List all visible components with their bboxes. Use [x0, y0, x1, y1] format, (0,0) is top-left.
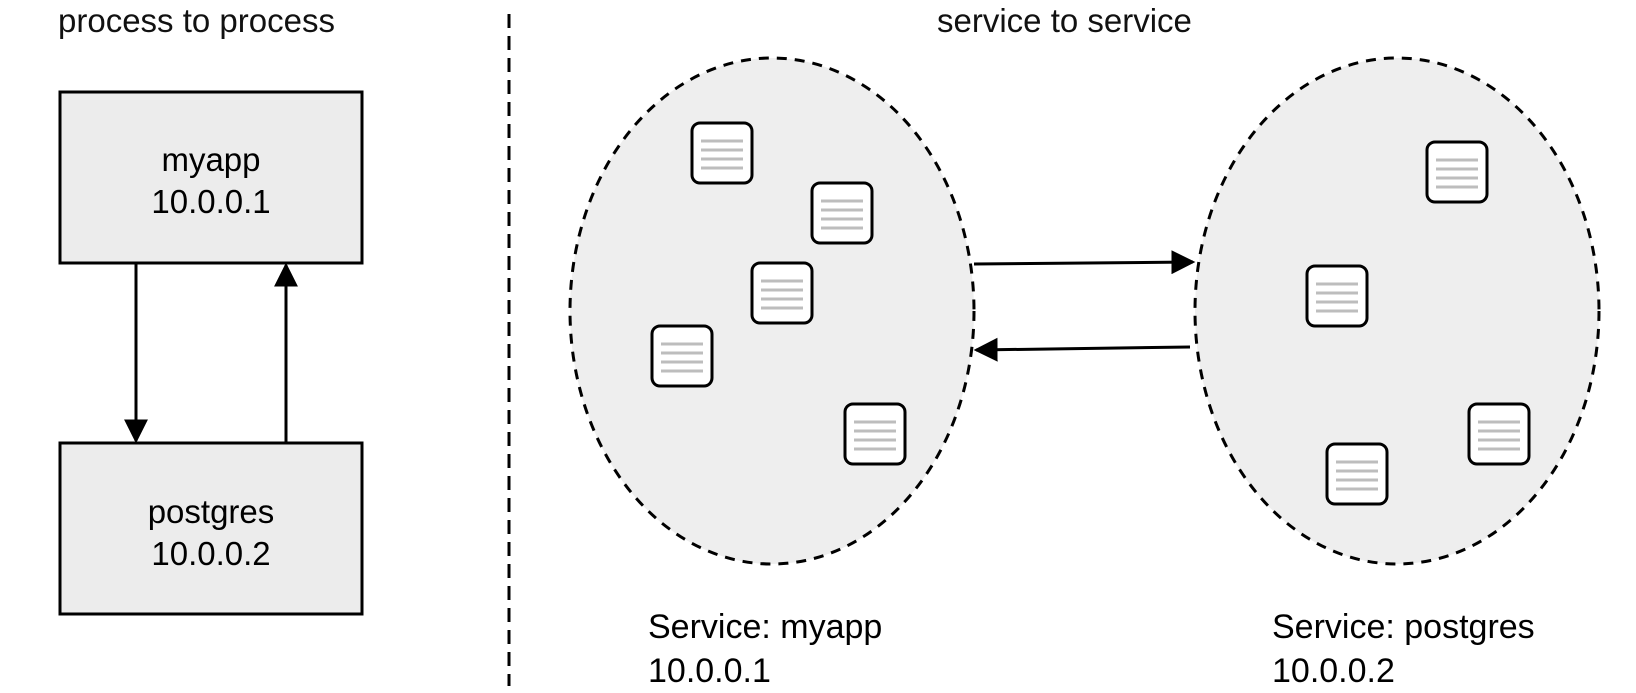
service-label-postgres: Service: postgres 10.0.0.2: [1272, 605, 1535, 693]
service-ip: 10.0.0.1: [648, 652, 771, 690]
service-label-myapp: Service: myapp 10.0.0.1: [648, 605, 882, 693]
process-ip: 10.0.0.2: [151, 535, 271, 572]
instance-document-icon: [1305, 264, 1369, 328]
instance-document-icon: [1325, 442, 1389, 506]
heading-process-to-process: process to process: [58, 2, 335, 39]
process-box-postgres: [58, 441, 364, 616]
service-name: Service: postgres: [1272, 608, 1535, 646]
instance-document-icon: [650, 324, 714, 388]
process-name: myapp: [161, 141, 261, 178]
arrow-service-myapp-to-postgres: [973, 250, 1196, 275]
service-name: Service: myapp: [648, 608, 883, 646]
instance-document-icon: [843, 402, 907, 466]
process-box-myapp: [58, 90, 364, 265]
arrow-service-postgres-to-myapp: [973, 337, 1191, 362]
process-name: postgres: [147, 493, 275, 530]
instance-document-icon: [690, 121, 754, 185]
service-ip: 10.0.0.2: [1272, 652, 1395, 690]
process-label-postgres: postgres 10.0.0.2: [60, 491, 362, 575]
instance-document-icon: [1425, 140, 1489, 204]
process-ip: 10.0.0.1: [151, 183, 271, 220]
process-label-myapp: myapp 10.0.0.1: [60, 139, 362, 223]
instance-document-icon: [1467, 402, 1531, 466]
service-cluster-postgres: [1193, 56, 1601, 566]
instance-document-icon: [810, 181, 874, 245]
instance-document-icon: [750, 261, 814, 325]
heading-service-to-service: service to service: [937, 2, 1192, 39]
